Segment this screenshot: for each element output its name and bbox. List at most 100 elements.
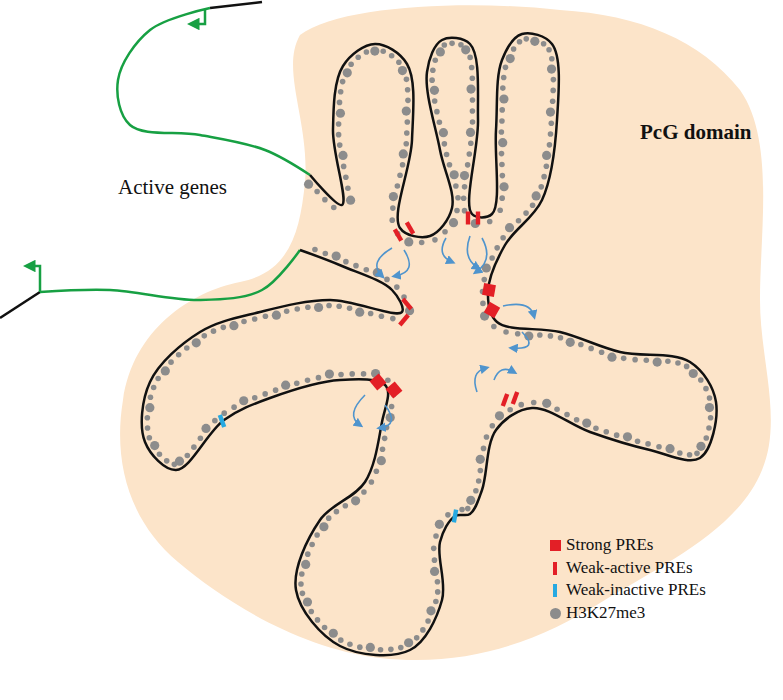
h3k27me3-dot bbox=[192, 338, 201, 347]
h3k27me3-dot bbox=[607, 353, 616, 362]
h3k27me3-dot bbox=[433, 599, 439, 605]
h3k27me3-dot bbox=[476, 455, 485, 464]
h3k27me3-dot bbox=[432, 57, 438, 63]
h3k27me3-dot bbox=[340, 79, 346, 85]
h3k27me3-dot bbox=[506, 54, 515, 63]
active-gene bbox=[40, 250, 300, 300]
h3k27me3-dot bbox=[430, 567, 439, 576]
h3k27me3-dot bbox=[185, 453, 191, 459]
h3k27me3-dot bbox=[305, 377, 311, 383]
h3k27me3-dot bbox=[544, 163, 550, 169]
h3k27me3-dot bbox=[325, 370, 334, 379]
interaction-arrow bbox=[512, 332, 529, 348]
h3k27me3-dot bbox=[462, 184, 468, 190]
h3k27me3-dot bbox=[523, 36, 529, 42]
h3k27me3-dot bbox=[343, 174, 349, 180]
h3k27me3-dot bbox=[239, 396, 248, 405]
h3k27me3-dot bbox=[564, 412, 570, 418]
h3k27me3-dot bbox=[499, 195, 505, 201]
h3k27me3-dot bbox=[348, 61, 354, 67]
h3k27me3-dot bbox=[326, 515, 332, 521]
h3k27me3-dot bbox=[314, 189, 320, 195]
h3k27me3-dot bbox=[164, 458, 170, 464]
pre-mark bbox=[401, 298, 413, 311]
interaction-arrow bbox=[442, 238, 452, 262]
pre-mark bbox=[501, 393, 510, 407]
h3k27me3-dot bbox=[435, 579, 441, 585]
h3k27me3-dot bbox=[442, 229, 448, 235]
h3k27me3-dot bbox=[337, 142, 343, 148]
h3k27me3-dot bbox=[473, 488, 479, 494]
h3k27me3-dot bbox=[499, 107, 505, 113]
h3k27me3-dot bbox=[542, 151, 551, 160]
interaction-arrow bbox=[476, 238, 487, 272]
h3k27me3-dot bbox=[468, 140, 474, 146]
h3k27me3-dot bbox=[541, 174, 547, 180]
h3k27me3-dot bbox=[466, 128, 475, 137]
h3k27me3-dot bbox=[343, 503, 349, 509]
interaction-arrow bbox=[467, 236, 478, 268]
h3k27me3-dot bbox=[338, 637, 344, 643]
h3k27me3-dot bbox=[314, 532, 320, 538]
h3k27me3-dot bbox=[308, 609, 314, 615]
h3k27me3-dot bbox=[405, 98, 411, 104]
h3k27me3-dot bbox=[343, 259, 349, 265]
h3k27me3-dot bbox=[155, 376, 161, 382]
pre-mark bbox=[452, 509, 459, 523]
h3k27me3-dot bbox=[364, 49, 370, 55]
h3k27me3-dot bbox=[500, 173, 506, 179]
h3k27me3-dot bbox=[499, 94, 508, 103]
h3k27me3-dot bbox=[675, 360, 681, 366]
h3k27me3-dot bbox=[322, 251, 328, 257]
h3k27me3-dot bbox=[566, 338, 575, 347]
h3k27me3-dot bbox=[431, 546, 437, 552]
h3k27me3-dot bbox=[389, 53, 395, 59]
h3k27me3-dot bbox=[548, 333, 554, 339]
h3k27me3-dot bbox=[353, 263, 359, 269]
h3k27me3-dot bbox=[272, 311, 281, 320]
pre-mark bbox=[398, 314, 410, 327]
h3k27me3-dot bbox=[499, 162, 505, 168]
chromatin-fiber bbox=[210, 2, 262, 8]
h3k27me3-dot bbox=[503, 65, 509, 71]
legend-swatch bbox=[553, 562, 557, 575]
h3k27me3-dot bbox=[425, 618, 431, 624]
h3k27me3-dot bbox=[548, 131, 554, 137]
pre-mark bbox=[476, 212, 480, 225]
h3k27me3-dot bbox=[284, 308, 290, 314]
h3k27me3-dot bbox=[220, 325, 226, 331]
h3k27me3-dot bbox=[511, 46, 517, 52]
h3k27me3-dot bbox=[147, 435, 153, 441]
pre-mark bbox=[386, 382, 403, 399]
h3k27me3-dot bbox=[172, 462, 178, 468]
h3k27me3-dot bbox=[665, 444, 674, 453]
h3k27me3-dot bbox=[273, 387, 279, 393]
h3k27me3-dot bbox=[548, 120, 554, 126]
h3k27me3-dot bbox=[689, 369, 698, 378]
h3k27me3-dot bbox=[530, 37, 539, 46]
legend-row: Weak-inactive PREs bbox=[548, 580, 778, 602]
interaction-arrow bbox=[395, 250, 409, 276]
h3k27me3-dot bbox=[558, 335, 564, 341]
h3k27me3-dot bbox=[351, 496, 360, 505]
h3k27me3-dot bbox=[389, 217, 395, 223]
h3k27me3-dot bbox=[498, 138, 507, 147]
h3k27me3-dot bbox=[551, 77, 557, 83]
h3k27me3-dot bbox=[404, 638, 413, 647]
h3k27me3-dot bbox=[503, 329, 509, 335]
h3k27me3-dot bbox=[445, 512, 451, 518]
h3k27me3-dot bbox=[404, 237, 413, 246]
h3k27me3-dot bbox=[262, 391, 268, 397]
pre-mark bbox=[484, 302, 500, 318]
h3k27me3-dot bbox=[465, 506, 471, 512]
h3k27me3-dot bbox=[389, 404, 395, 410]
h3k27me3-dot bbox=[499, 182, 508, 191]
legend-text: Weak-active PREs bbox=[566, 558, 693, 578]
h3k27me3-dot bbox=[574, 417, 580, 423]
h3k27me3-dot bbox=[530, 202, 536, 208]
h3k27me3-dot bbox=[623, 432, 632, 441]
h3k27me3-dot bbox=[221, 410, 227, 416]
h3k27me3-dot bbox=[263, 314, 269, 320]
h3k27me3-dot bbox=[497, 207, 503, 213]
h3k27me3-dot bbox=[703, 435, 709, 441]
